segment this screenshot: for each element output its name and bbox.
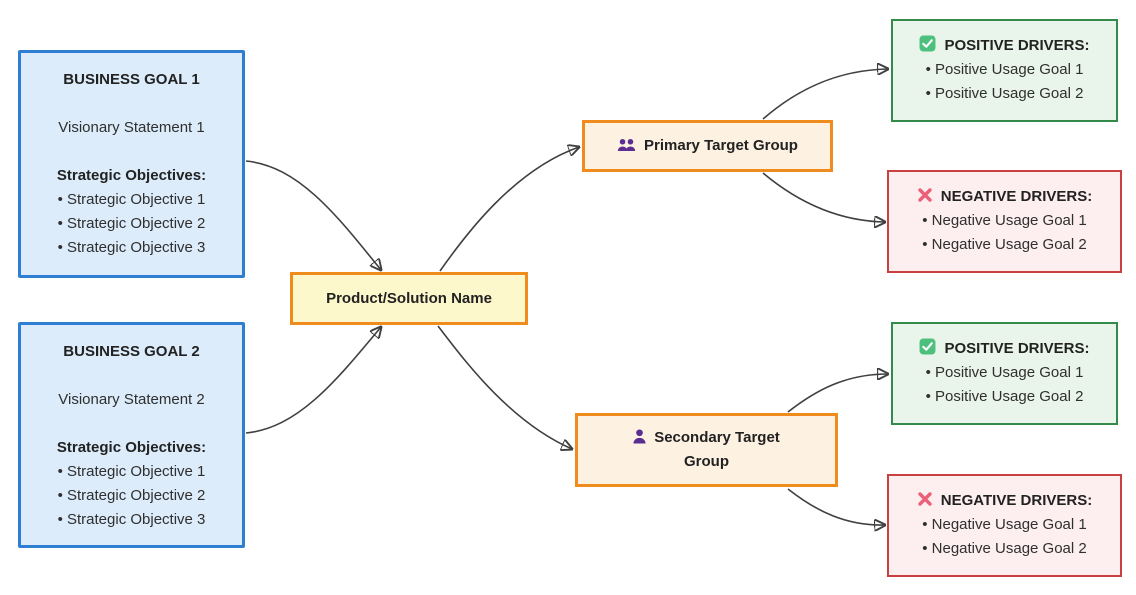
- edge-primary-to-negative: [762, 172, 885, 222]
- secondary-target-label: Secondary Target Group: [654, 429, 780, 470]
- goal2-objective-item: • Strategic Objective 1: [57, 463, 206, 480]
- goal1-objective-item: • Strategic Objective 1: [57, 191, 206, 208]
- check-icon: [920, 35, 936, 52]
- edge-product-to-primary: [439, 147, 579, 272]
- edge-secondary-to-negative: [787, 488, 885, 525]
- goal1-objective-item: • Strategic Objective 3: [57, 239, 206, 256]
- cross-icon: [918, 188, 932, 202]
- goal1-vision: Visionary Statement 1: [58, 119, 205, 136]
- edge-goal2-to-product: [245, 327, 381, 434]
- goal2-objectives-heading: Strategic Objectives:: [56, 439, 207, 456]
- positive-drivers-title: POSITIVE DRIVERS:: [944, 37, 1090, 54]
- cross-icon: [918, 492, 932, 506]
- product-label: Product/Solution Name: [326, 290, 492, 307]
- goal1-title: BUSINESS GOAL 1: [63, 71, 200, 88]
- node-primary-positive-drivers: POSITIVE DRIVERS: • Positive Usage Goal …: [891, 19, 1118, 122]
- negative-drivers-title: NEGATIVE DRIVERS:: [940, 492, 1093, 509]
- negative-driver-item: • Negative Usage Goal 1: [922, 212, 1087, 229]
- node-primary-negative-drivers: NEGATIVE DRIVERS: • Negative Usage Goal …: [887, 170, 1122, 273]
- negative-driver-item: • Negative Usage Goal 2: [922, 236, 1087, 253]
- node-secondary-positive-drivers: POSITIVE DRIVERS: • Positive Usage Goal …: [891, 322, 1118, 425]
- edge-secondary-to-positive: [787, 374, 888, 413]
- positive-driver-item: • Positive Usage Goal 1: [925, 364, 1084, 381]
- goal2-vision: Visionary Statement 2: [58, 391, 205, 408]
- goal1-objectives-heading: Strategic Objectives:: [56, 167, 207, 184]
- node-business-goal-1: BUSINESS GOAL 1 Visionary Statement 1 St…: [18, 50, 245, 278]
- negative-driver-item: • Negative Usage Goal 1: [922, 516, 1087, 533]
- node-business-goal-2: BUSINESS GOAL 2 Visionary Statement 2 St…: [18, 322, 245, 548]
- person-icon: [633, 429, 646, 444]
- edge-primary-to-positive: [762, 69, 888, 120]
- positive-driver-item: • Positive Usage Goal 2: [925, 388, 1084, 405]
- positive-driver-item: • Positive Usage Goal 1: [925, 61, 1084, 78]
- node-product-solution: Product/Solution Name: [290, 272, 528, 325]
- check-icon: [920, 338, 936, 355]
- node-secondary-target-group: Secondary Target Group: [575, 413, 838, 487]
- edge-product-to-secondary: [437, 325, 572, 449]
- node-primary-target-group: Primary Target Group: [582, 120, 833, 172]
- goal2-title: BUSINESS GOAL 2: [63, 343, 200, 360]
- negative-driver-item: • Negative Usage Goal 2: [922, 540, 1087, 557]
- goal1-objective-item: • Strategic Objective 2: [57, 215, 206, 232]
- goal2-objective-item: • Strategic Objective 3: [57, 511, 206, 528]
- positive-drivers-title: POSITIVE DRIVERS:: [944, 340, 1090, 357]
- primary-target-label: Primary Target Group: [644, 137, 798, 154]
- node-secondary-negative-drivers: NEGATIVE DRIVERS: • Negative Usage Goal …: [887, 474, 1122, 577]
- positive-driver-item: • Positive Usage Goal 2: [925, 85, 1084, 102]
- people-icon: [617, 138, 636, 151]
- goal2-objective-item: • Strategic Objective 2: [57, 487, 206, 504]
- edge-goal1-to-product: [245, 160, 381, 270]
- negative-drivers-title: NEGATIVE DRIVERS:: [940, 188, 1093, 205]
